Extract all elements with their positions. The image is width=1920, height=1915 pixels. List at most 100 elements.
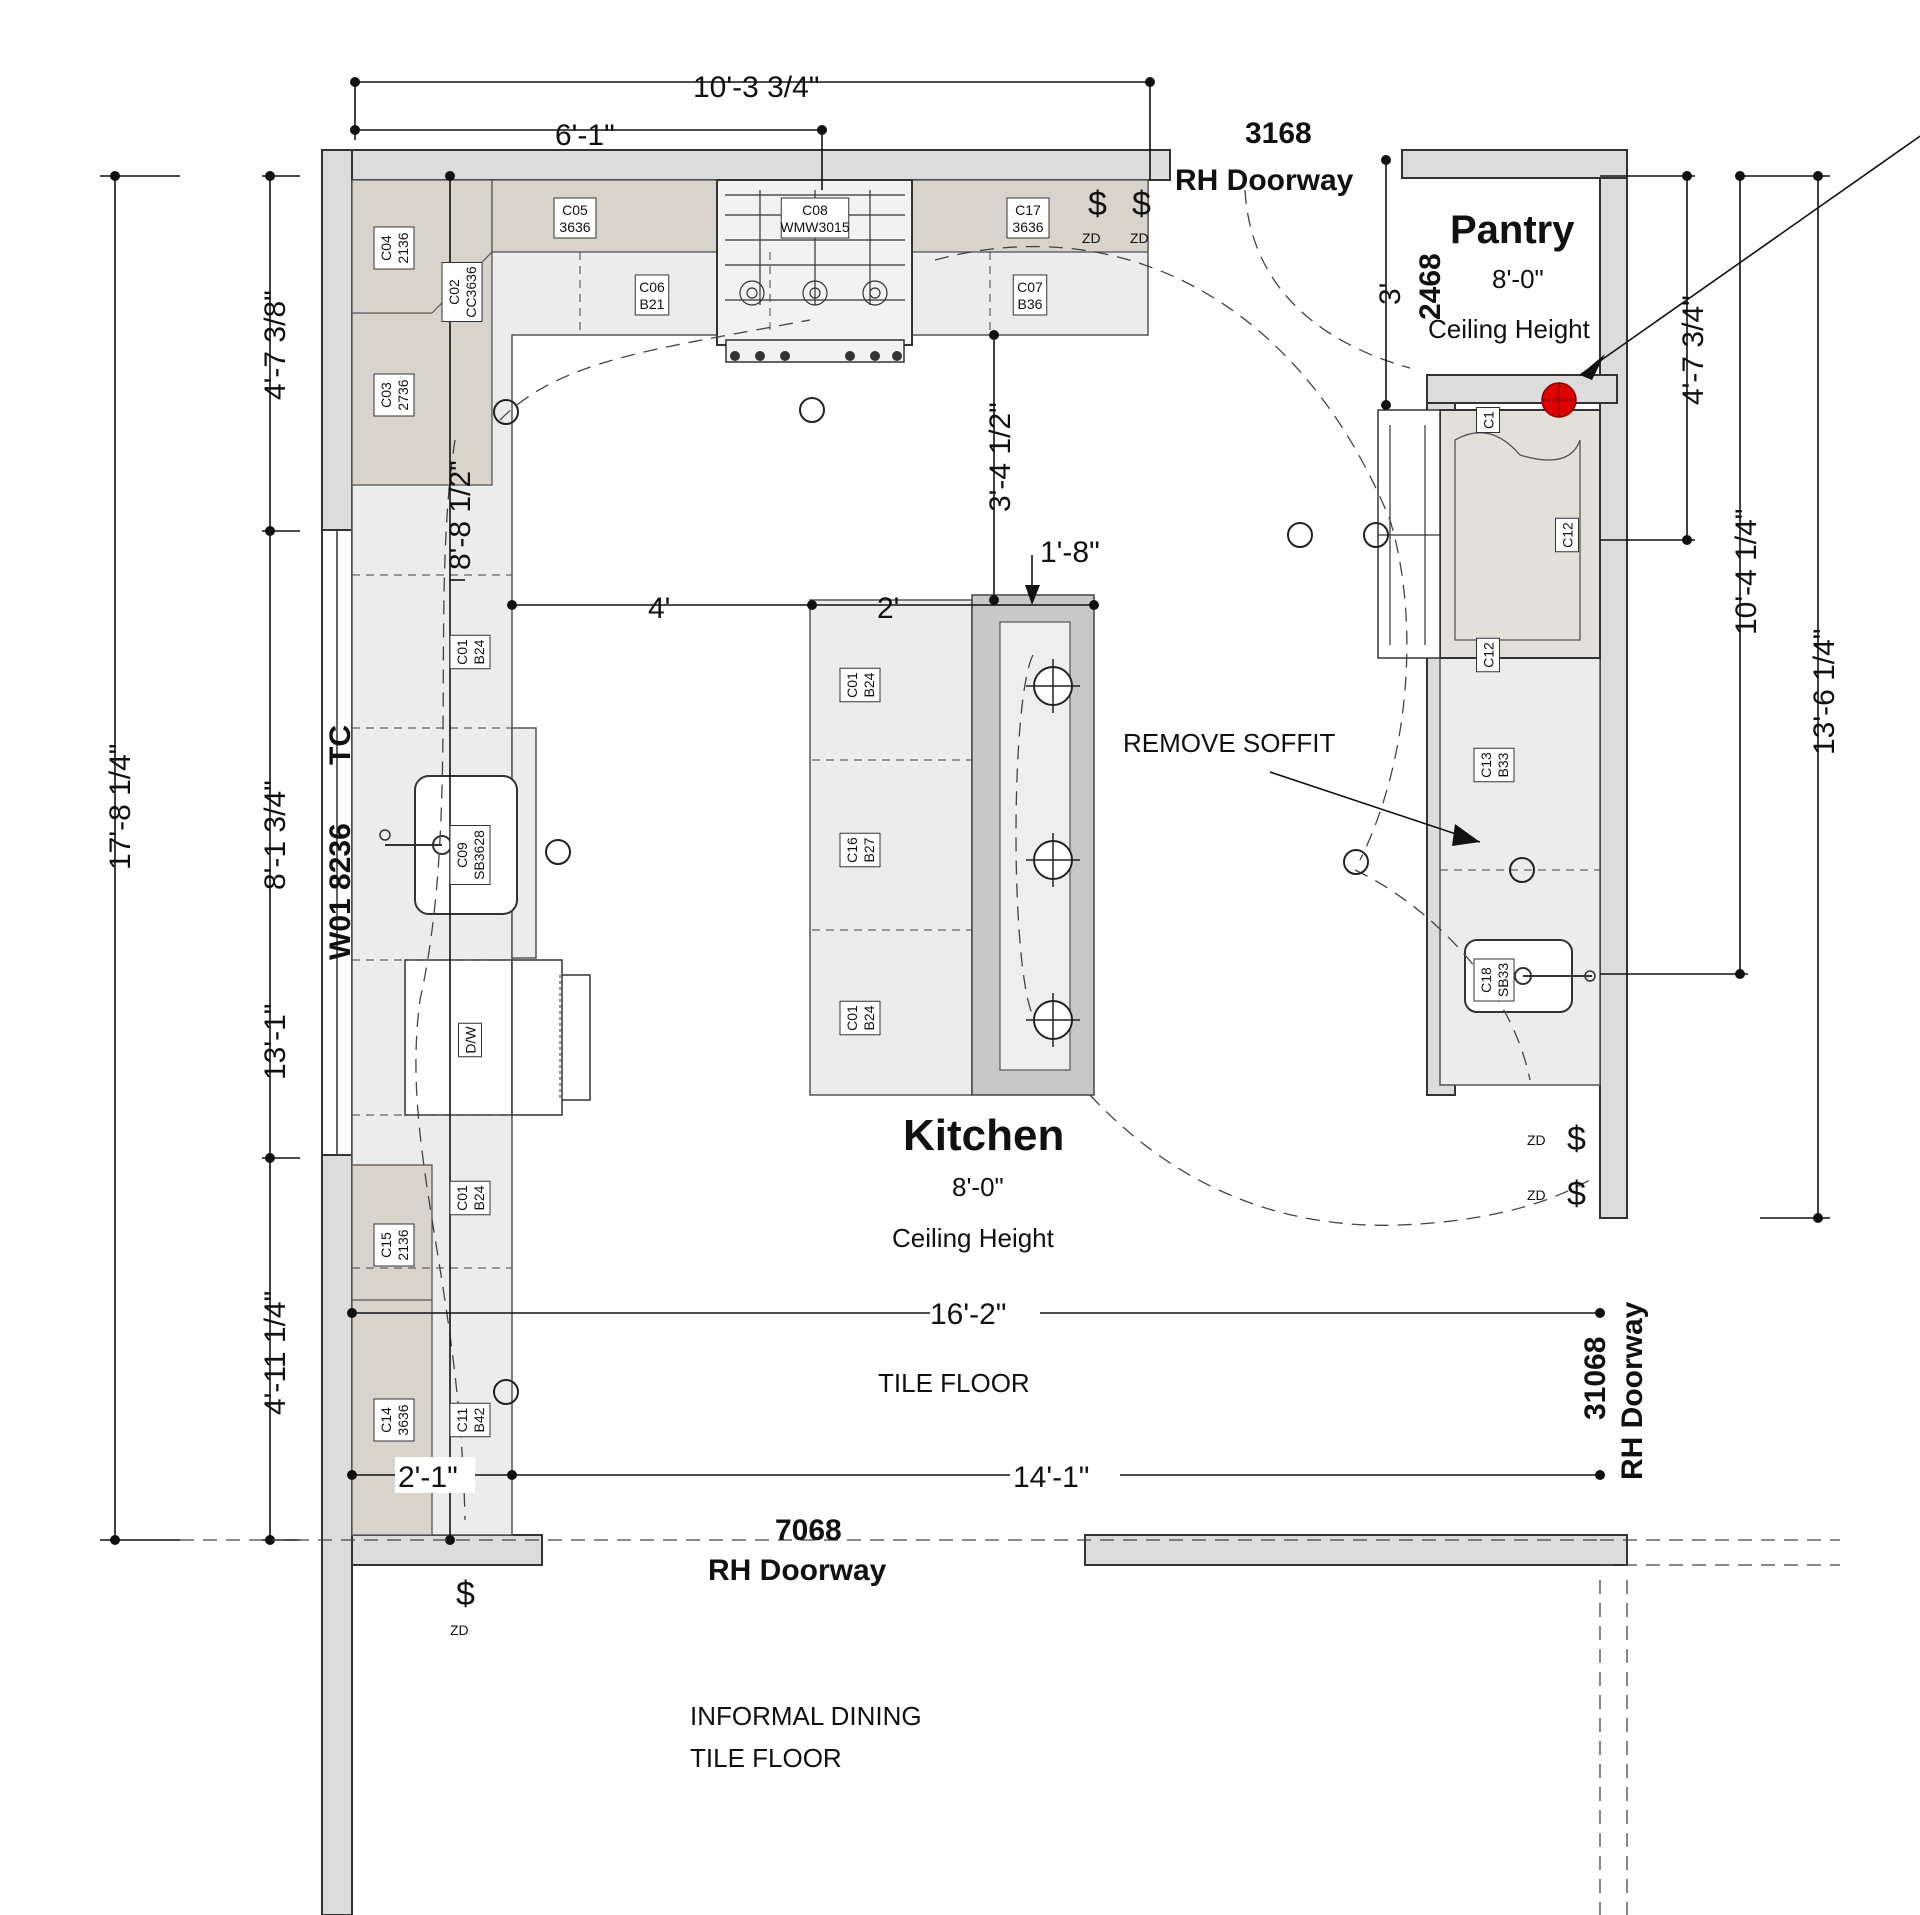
cabinet-id: C14 (378, 1407, 394, 1433)
range (716, 179, 913, 363)
kitchen-height-label: Ceiling Height (892, 1223, 1055, 1253)
stools (1026, 659, 1080, 1047)
dimension-dots (110, 77, 1823, 1545)
dim-range-to-island: 3'-4 1/2" (984, 402, 1017, 512)
svg-text:$: $ (1088, 185, 1107, 223)
bottom-door-size: 7068 (775, 1514, 842, 1547)
cabinet-id: C16 (844, 837, 860, 863)
pantry-height: 8'-0" (1492, 264, 1544, 294)
cabinet-spec: B27 (861, 837, 877, 862)
switch-label-2: ZD (1130, 230, 1149, 246)
dim-width-mid: 16'-2" (930, 1298, 1006, 1331)
cabinet-id: C11 (454, 1407, 470, 1432)
swing-arcs (415, 189, 1591, 1521)
pantry-door-size: 3168 (1245, 117, 1312, 150)
cabinet-id: C06 (639, 279, 665, 295)
dim-left-window-b: 13'-1" (259, 1004, 292, 1080)
right-door-size: 31068 (1579, 1337, 1612, 1420)
refrigerator (1377, 409, 1601, 659)
cabinet-spec: 2136 (395, 1229, 411, 1260)
cabinet-id: C08 (802, 202, 828, 218)
cabinet-id: C01 (454, 1185, 470, 1211)
window-tc: TC (324, 725, 357, 765)
cabinet-spec: CC3636 (463, 266, 479, 318)
cabinet-spec: B36 (1018, 296, 1043, 312)
dim-left-window: 8'-1 3/4" (259, 780, 292, 890)
cabinet-spec: B24 (471, 1185, 487, 1210)
cabinet-tag: C1 (1476, 407, 1500, 433)
kitchen-height: 8'-0" (952, 1172, 1004, 1202)
switch-label-3: ZD (1527, 1132, 1546, 1148)
switch-label-1: ZD (1082, 230, 1101, 246)
svg-text:$: $ (1567, 1175, 1586, 1213)
left-wall-lower (321, 1154, 353, 1915)
kitchen-floor: TILE FLOOR (878, 1368, 1030, 1398)
switch-label-4: ZD (1527, 1187, 1546, 1203)
cabinet-spec: 2136 (395, 232, 411, 263)
cabinet-spec: B24 (861, 1005, 877, 1030)
left-wall-upper (321, 149, 353, 531)
dim-top-partial: 6'-1" (555, 119, 615, 152)
dim-right-mid: 10'-4 1/4" (1730, 509, 1763, 635)
dining-label: INFORMAL DINING (690, 1701, 922, 1731)
cabinet-id: C01 (844, 1005, 860, 1031)
pantry-top-wall (1401, 149, 1628, 179)
cabinet-id: C12 (1481, 642, 1497, 668)
cabinet-spec: B24 (471, 639, 487, 664)
dim-left-lower: 4'-11 1/4" (259, 1291, 292, 1415)
pantry-height-label: Ceiling Height (1428, 314, 1591, 344)
pantry-opening-size: 2468 (1414, 253, 1447, 320)
island-base (809, 599, 973, 1096)
light-fixtures (493, 397, 1535, 1405)
svg-text:$: $ (1567, 1120, 1586, 1158)
upper-c05 (491, 179, 718, 253)
dishwasher (404, 959, 591, 1116)
svg-text:$: $ (1132, 185, 1151, 223)
window-label: W01 8236 (324, 823, 357, 960)
dim-island-overhang: 1'-8" (1040, 536, 1100, 569)
cabinet-spec: B33 (1495, 752, 1511, 777)
pantry-door-label: RH Doorway (1175, 164, 1354, 197)
light-6 (1343, 849, 1369, 875)
light-2 (799, 397, 825, 423)
cabinet-id: D/W (463, 1026, 479, 1054)
right-door-label: RH Doorway (1616, 1301, 1649, 1480)
cabinet-id: C18 (1478, 967, 1494, 993)
light-1 (493, 399, 519, 425)
dining-floor: TILE FLOOR (690, 1743, 842, 1773)
dim-left-overall: 17'-8 1/4" (104, 744, 137, 870)
cabinet-id: C01 (844, 672, 860, 698)
cabinet-id: C04 (378, 235, 394, 261)
dim-bottom-left: 2'-1" (398, 1461, 458, 1494)
cabinet-id: C15 (378, 1232, 394, 1258)
remove-soffit-note: REMOVE SOFFIT (1123, 728, 1335, 758)
cabinet-spec: B24 (861, 672, 877, 697)
cabinet-spec: B42 (471, 1407, 487, 1432)
cabinet-dividers (352, 252, 1600, 1269)
switch-label-5: ZD (450, 1622, 469, 1638)
pantry-wall-cap (1426, 374, 1618, 404)
cabinet-tag: C12 (1555, 517, 1579, 553)
light-4 (1363, 522, 1389, 548)
dim-top-overall: 10'-3 3/4" (693, 71, 819, 104)
dim-sink-run: 8'-8 1/2" (444, 460, 477, 570)
cabinet-id: C12 (1560, 522, 1576, 548)
cabinet-id: C1 (1481, 411, 1497, 429)
